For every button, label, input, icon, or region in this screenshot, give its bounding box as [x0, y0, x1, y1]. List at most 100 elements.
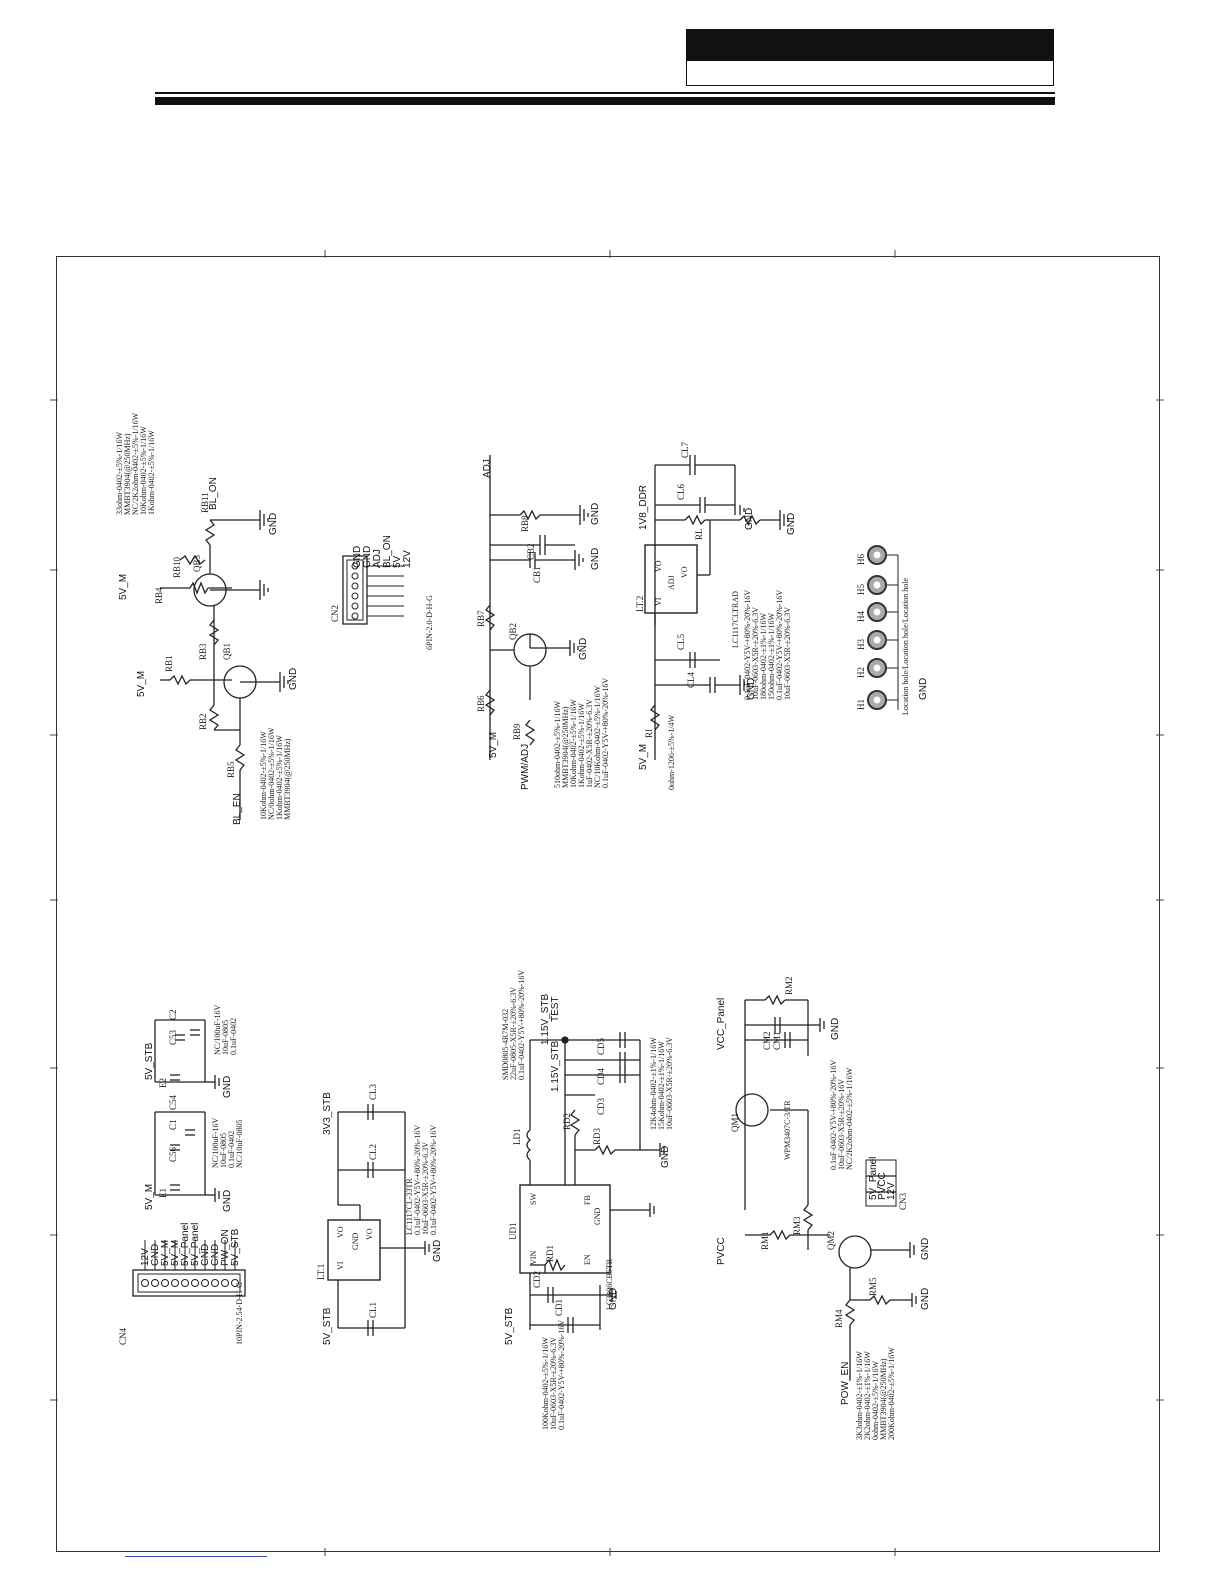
svg-text:GND: GND	[288, 668, 299, 690]
svg-text:GND: GND	[222, 1076, 233, 1098]
svg-text:GND: GND	[268, 513, 279, 535]
svg-text:1.15V_STB: 1.15V_STB	[550, 1041, 561, 1092]
svg-text:LC1117CLTRAD: LC1117CLTRAD	[731, 591, 740, 648]
svg-text:RL: RL	[694, 528, 704, 540]
svg-text:CB1: CB1	[532, 566, 542, 583]
svg-text:Location hole/Location hole/Lo: Location hole/Location hole/Location hol…	[901, 577, 910, 715]
svg-text:GND: GND	[150, 1244, 161, 1266]
svg-text:LT.2: LT.2	[635, 596, 645, 612]
svg-text:1uF-0402-X5R-±20%-6.3V: 1uF-0402-X5R-±20%-6.3V	[585, 699, 594, 788]
svg-text:5V_M: 5V_M	[118, 574, 129, 600]
svg-text:RD2: RD2	[562, 1113, 572, 1130]
svg-text:CM2: CM2	[762, 1031, 772, 1050]
svg-text:RB2: RB2	[198, 713, 208, 730]
svg-text:150ohm-0402-±1%-1/16W: 150ohm-0402-±1%-1/16W	[767, 613, 776, 700]
svg-text:C2: C2	[168, 1009, 178, 1020]
svg-text:12V: 12V	[140, 1248, 151, 1266]
backlight-refs: RB11 RB10 QB3 RB4 RB1 RB3 QB1 RB2 RB5	[154, 492, 236, 778]
svg-text:RB4: RB4	[154, 587, 164, 604]
svg-text:CD3: CD3	[596, 1097, 606, 1115]
svg-text:H1: H1	[856, 699, 866, 710]
backlight-block	[160, 510, 289, 820]
svg-text:5V_M: 5V_M	[160, 1240, 171, 1266]
footer-link-underline[interactable]	[125, 1556, 267, 1557]
svg-text:5V_STB: 5V_STB	[230, 1228, 241, 1266]
svg-text:10uF-0603-X5R-±20%-6.3V: 10uF-0603-X5R-±20%-6.3V	[549, 1337, 558, 1430]
svg-text:NC/100uF-16V: NC/100uF-16V	[213, 1005, 222, 1055]
svg-text:GND: GND	[210, 1244, 221, 1266]
svg-text:GND: GND	[352, 546, 363, 568]
svg-text:LD1: LD1	[512, 1129, 522, 1146]
svg-text:GND: GND	[608, 1288, 619, 1310]
header-rule-thin	[155, 92, 1055, 94]
svg-text:10uF-0603-X5R-±20%-16V: 10uF-0603-X5R-±20%-16V	[837, 1079, 846, 1170]
svg-text:H6: H6	[856, 554, 866, 565]
svg-text:5V_STB: 5V_STB	[504, 1307, 515, 1345]
svg-text:10uF-0603-X5R-±20%-6.3V: 10uF-0603-X5R-±20%-6.3V	[751, 607, 760, 700]
svg-text:NC/0ohm-0402-±5%-1/16W: NC/0ohm-0402-±5%-1/16W	[267, 727, 276, 820]
svg-text:PW_ON: PW_ON	[220, 1229, 231, 1266]
schematic-frame	[56, 256, 1160, 1552]
svg-text:ADJ: ADJ	[482, 459, 493, 478]
svg-text:GND: GND	[590, 548, 601, 570]
ldo-ddr-block	[644, 455, 789, 760]
svg-text:ADJ: ADJ	[372, 549, 383, 568]
svg-text:RB7: RB7	[476, 610, 486, 627]
buck-block	[519, 1032, 665, 1333]
svg-text:PVCC: PVCC	[877, 1172, 888, 1200]
svg-text:RM5: RM5	[868, 1277, 878, 1296]
cn4-connector: CN4 10PIN-2.54-D-H-G 12V GND 5V_M 5V_M 5…	[118, 1223, 246, 1345]
svg-text:10uF-0603-X5R-±20%-6.3V: 10uF-0603-X5R-±20%-6.3V	[665, 1037, 674, 1130]
svg-text:PVCC: PVCC	[716, 1237, 727, 1265]
panel-power-labels: VCC_Panel GND PVCC POW_EN GND GND RM2 CM…	[716, 976, 931, 1440]
svg-text:10uF-0603-X5R-±20%-6.3V: 10uF-0603-X5R-±20%-6.3V	[421, 1142, 430, 1235]
svg-text:CB2: CB2	[526, 543, 536, 560]
svg-text:C56: C56	[168, 1146, 178, 1162]
svg-text:0ohm-0402-±5%-1/16W: 0ohm-0402-±5%-1/16W	[871, 1361, 880, 1440]
svg-text:1V8_DDR: 1V8_DDR	[638, 485, 649, 530]
svg-text:RI: RI	[644, 729, 654, 738]
svg-text:NC/2K2ohm-0402-±5%-1/16W: NC/2K2ohm-0402-±5%-1/16W	[131, 412, 140, 515]
svg-text:22uF-0805-X5R-±20%-6.3V: 22uF-0805-X5R-±20%-6.3V	[509, 987, 518, 1080]
svg-text:NC/10Kohm-0402-±5%-1/16W: NC/10Kohm-0402-±5%-1/16W	[593, 685, 602, 788]
svg-text:0ohm-1206-±5%-1/4W: 0ohm-1206-±5%-1/4W	[667, 715, 676, 790]
svg-text:5V_M: 5V_M	[170, 1240, 181, 1266]
svg-text:E1: E1	[158, 1188, 168, 1198]
svg-text:CL4: CL4	[686, 671, 696, 688]
svg-text:VIN: VIN	[529, 1251, 538, 1265]
svg-text:CD4: CD4	[596, 1067, 606, 1085]
adj-block	[484, 455, 589, 760]
svg-text:5V_M: 5V_M	[488, 732, 499, 758]
svg-text:GND: GND	[744, 508, 755, 530]
svg-text:CN2: CN2	[330, 605, 340, 622]
svg-text:10PIN-2.54-D-H-G: 10PIN-2.54-D-H-G	[235, 1282, 244, 1345]
header-title-box	[686, 60, 1054, 86]
svg-text:GND: GND	[578, 638, 589, 660]
svg-text:VO: VO	[654, 560, 663, 572]
input-caps-labels: 5V_M 5V_STB GND GND C56 C1 C54 C53 C2 E1…	[144, 1005, 244, 1212]
svg-text:5V_M: 5V_M	[638, 744, 649, 770]
svg-text:5V_Panel: 5V_Panel	[190, 1223, 201, 1266]
svg-text:0.1uF-0402-Y5V-+80%-20%-16V: 0.1uF-0402-Y5V-+80%-20%-16V	[601, 678, 610, 788]
svg-text:C1: C1	[168, 1119, 178, 1130]
svg-text:MMBT3904(@250MHz): MMBT3904(@250MHz)	[283, 738, 292, 820]
svg-text:TEST: TEST	[550, 996, 561, 1022]
svg-text:0.1uF-0402-Y5V-+80%-20%-16V: 0.1uF-0402-Y5V-+80%-20%-16V	[413, 1125, 422, 1235]
svg-text:10Kohm-0402-±5%-1/16W: 10Kohm-0402-±5%-1/16W	[569, 699, 578, 788]
cn2-connector: CN2 6PIN-2.0-D-H-G GND GND ADJ BL_ON 5V …	[330, 535, 434, 650]
svg-text:5V_STB: 5V_STB	[322, 1307, 333, 1345]
svg-text:QB3: QB3	[192, 554, 202, 572]
svg-text:RD3: RD3	[592, 1127, 602, 1145]
svg-text:MMBT3904(@250MHz): MMBT3904(@250MHz)	[561, 706, 570, 788]
header-rule-thick	[155, 97, 1055, 105]
svg-text:10uF-0805: 10uF-0805	[219, 1133, 228, 1168]
backlight-nets: 5V_M BL_ON GND 5V_M GND BL_EN	[118, 477, 299, 825]
header-black-bar	[686, 29, 1054, 60]
svg-text:NC/10uF-0805: NC/10uF-0805	[235, 1120, 244, 1168]
svg-text:1Kohm-0402-±5%-1/16W: 1Kohm-0402-±5%-1/16W	[147, 430, 156, 515]
svg-text:GND: GND	[918, 678, 929, 700]
svg-text:CN4: CN4	[118, 1327, 128, 1345]
svg-text:5V: 5V	[392, 555, 403, 568]
svg-text:QB2: QB2	[508, 623, 518, 640]
svg-text:33ohm-0402-±5%-1/16W: 33ohm-0402-±5%-1/16W	[115, 432, 124, 515]
